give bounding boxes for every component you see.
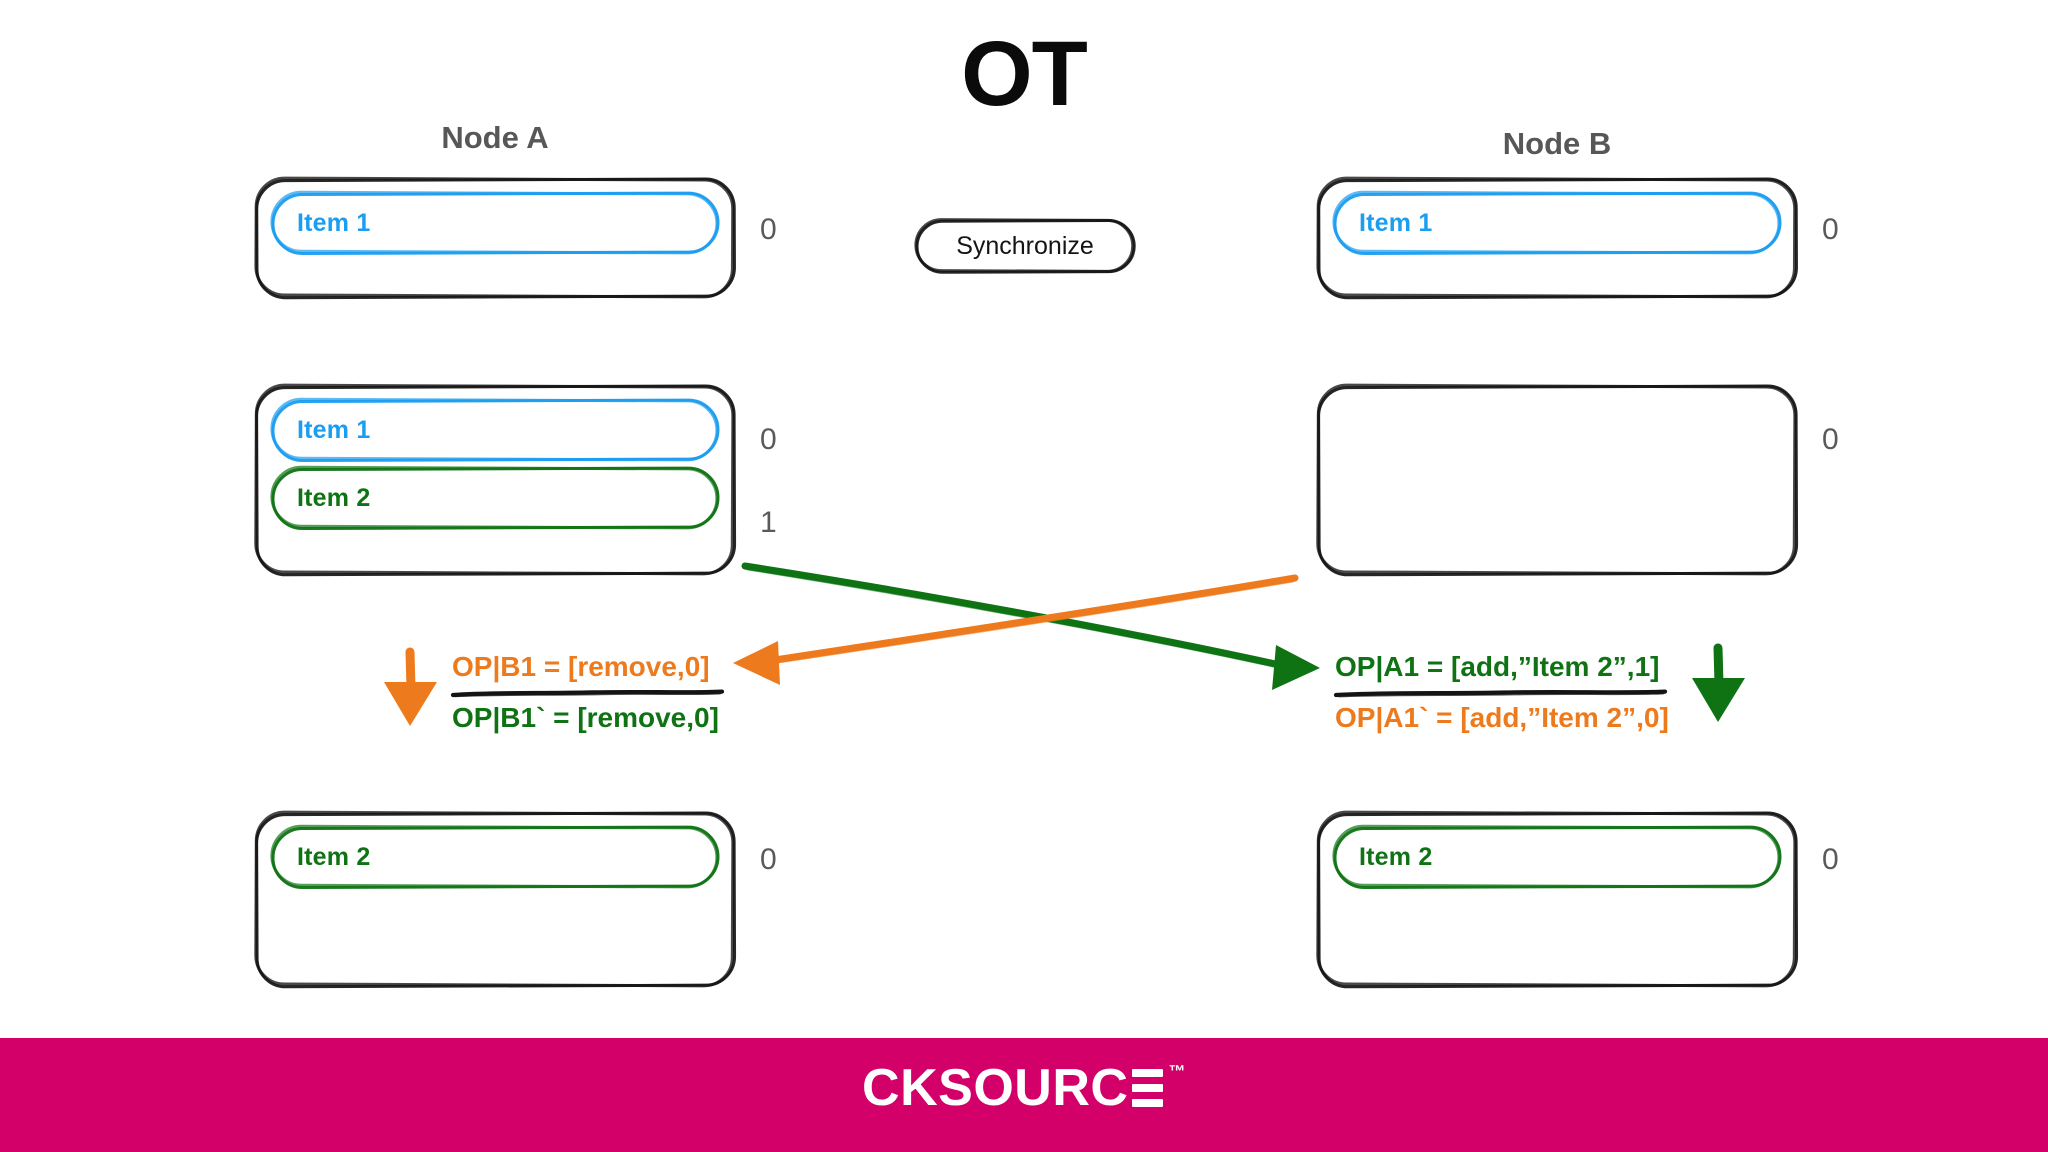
index-number: 0 [760,213,777,246]
list-item-label: Item 1 [1359,208,1433,237]
list-item-label: Item 2 [1359,842,1433,871]
node-a-label: Node A [441,120,549,155]
operation-incoming-right: OP|A1 = [add,”Item 2”,1] [1335,651,1660,682]
node-b-doc-final[interactable]: Item 2 [1317,812,1797,987]
synchronize-button-label: Synchronize [956,231,1094,260]
operation-block-left: OP|B1 = [remove,0] OP|B1` = [remove,0] [450,651,725,733]
node-a-doc-after-add[interactable]: Item 1 Item 2 [255,385,735,575]
operation-incoming-left: OP|B1 = [remove,0] [452,651,710,682]
sketch-border [1317,385,1797,575]
index-number: 0 [1822,213,1839,246]
index-number: 0 [760,423,777,456]
page-title: OT [961,23,1088,125]
cksource-wordmark-text: CKSOURC [862,1059,1129,1117]
cksource-wordmark: CKSOURC ™ [862,1062,1186,1114]
node-b-doc-after-remove[interactable] [1317,385,1797,575]
transfer-arrow-b-to-a [733,574,1299,685]
node-b-doc-initial[interactable]: Item 1 [1317,178,1797,298]
index-number: 0 [1822,843,1839,876]
trademark-symbol: ™ [1168,1062,1186,1081]
apply-arrow-green-down [1692,643,1745,722]
cksource-e-glyph-icon [1132,1069,1164,1107]
index-number: 0 [760,843,777,876]
node-b-label: Node B [1502,126,1612,161]
transfer-arrow-a-to-b [741,562,1320,690]
operation-transformed-left: OP|B1` = [remove,0] [452,702,719,733]
list-item[interactable]: Item 2 [271,826,719,888]
list-item[interactable]: Item 2 [271,467,719,529]
list-item[interactable]: Item 1 [271,399,719,461]
list-item[interactable]: Item 2 [1333,826,1781,888]
list-item-label: Item 1 [297,415,371,444]
operation-divider-right [1333,689,1668,698]
synchronize-button[interactable]: Synchronize [915,219,1135,273]
operation-block-right: OP|A1 = [add,”Item 2”,1] OP|A1` = [add,”… [1333,651,1669,733]
index-number: 0 [1822,423,1839,456]
node-a-doc-final[interactable]: Item 2 [255,812,735,987]
index-number: 1 [760,506,777,539]
list-item[interactable]: Item 1 [1333,192,1781,254]
cksource-logo: CKSOURC ™ [0,1062,2048,1128]
footer-bar [0,1038,2048,1152]
operation-transformed-right: OP|A1` = [add,”Item 2”,0] [1335,702,1669,733]
list-item-label: Item 2 [297,842,371,871]
operation-divider-left [450,689,725,698]
apply-arrow-orange-down [384,647,437,726]
list-item-label: Item 2 [297,483,371,512]
list-item-label: Item 1 [297,208,371,237]
list-item[interactable]: Item 1 [271,192,719,254]
node-a-doc-initial[interactable]: Item 1 [255,178,735,298]
